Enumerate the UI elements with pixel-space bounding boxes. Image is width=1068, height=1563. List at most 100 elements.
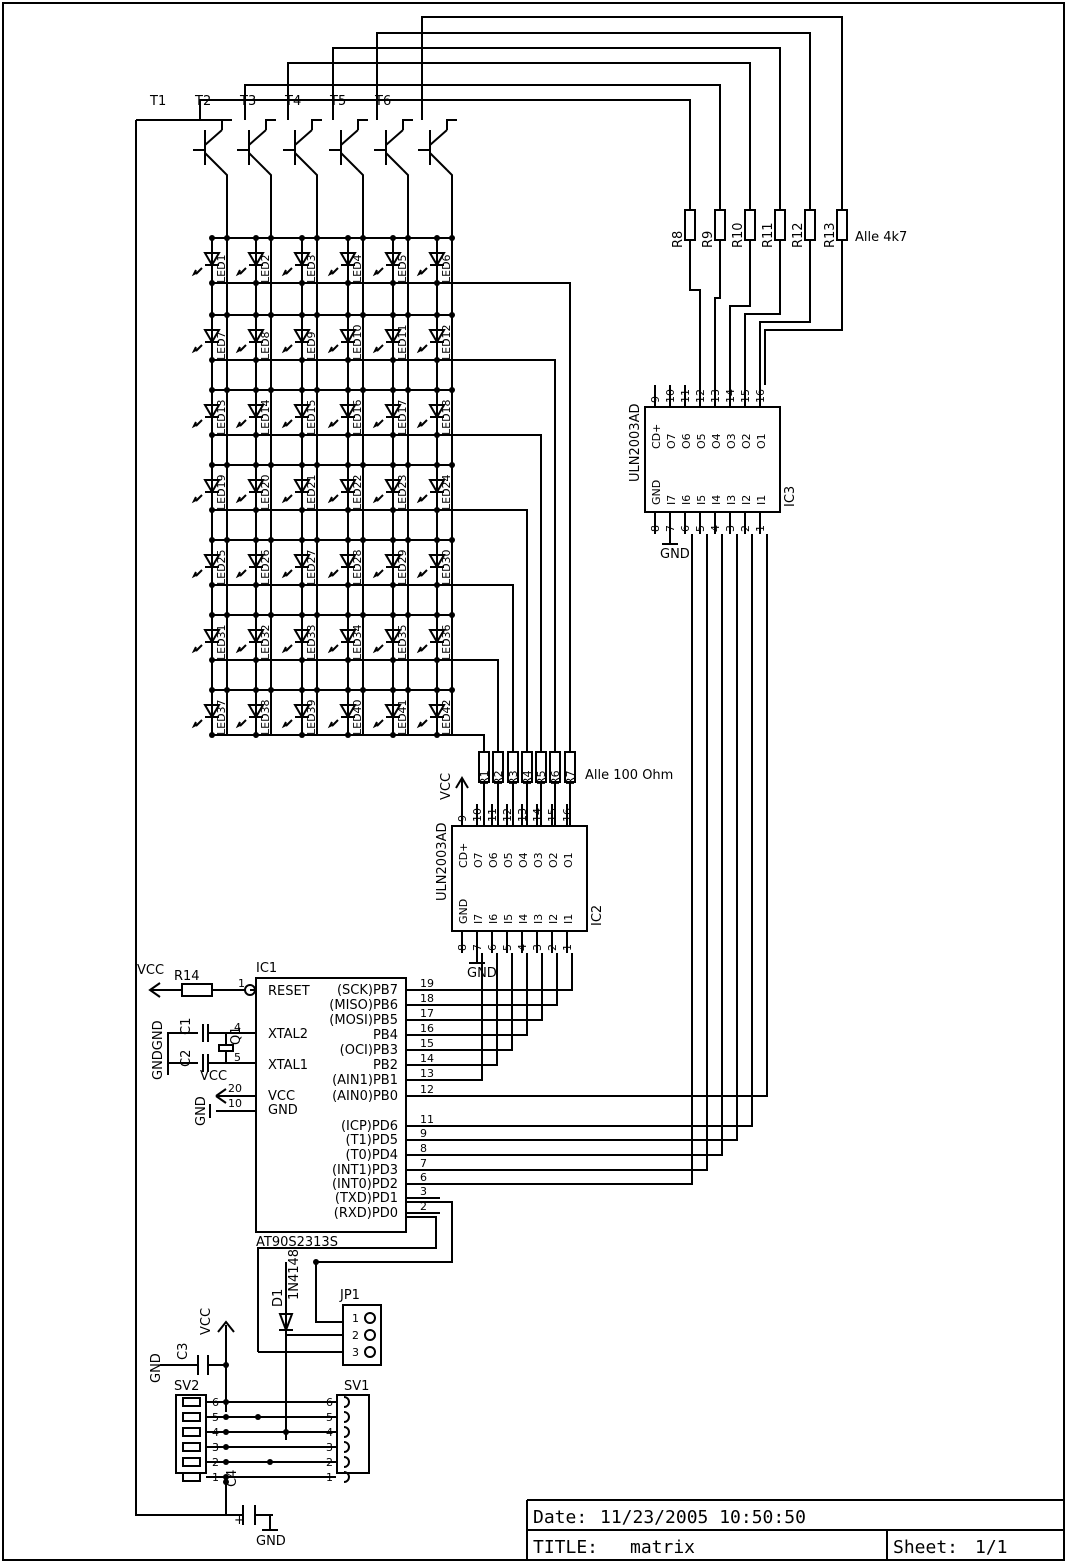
d1-label: D1	[271, 1289, 286, 1307]
led-arrow	[327, 267, 339, 277]
transistor-t4	[329, 129, 359, 171]
c1-label: C1	[179, 1018, 194, 1035]
ic2-bottom-pin-num: 7	[471, 944, 484, 951]
resistor-r11	[774, 209, 786, 241]
ic2-top-pin-label: O3	[532, 852, 545, 868]
vcc-label-r14: VCC	[137, 963, 164, 978]
pin-label-mosipb5: (MOSI)PB5	[329, 1013, 398, 1028]
ic3-top-pin-num: 13	[709, 389, 722, 403]
transistor-label-t1: T1	[149, 94, 166, 109]
ic3-top-pin-label: O6	[680, 433, 693, 449]
led-arrow	[191, 419, 203, 429]
pin-num-right-1: 18	[420, 992, 434, 1005]
led-label-20: LED20	[259, 474, 272, 510]
led-label-4: LED4	[351, 254, 364, 283]
ic3-top-pin-num: 10	[664, 389, 677, 403]
junction-dot	[223, 1444, 229, 1450]
pb-to-ic2-1	[440, 953, 558, 1006]
resistor-label-r13: R13	[823, 222, 838, 248]
pin-label-misopb6: (MISO)PB6	[329, 998, 398, 1013]
led-label-17: LED17	[396, 399, 409, 435]
ic2-bottom-pin-num: 5	[501, 944, 514, 951]
ic2-bottom-pin-num: 3	[531, 944, 544, 951]
pin-label-ain0pb0: (AIN0)PB0	[332, 1089, 398, 1104]
resistor-label-r3: R3	[507, 770, 520, 785]
base-wire-3	[287, 62, 751, 210]
led-arrow	[416, 644, 428, 654]
ic3-top-pin-label: CD+	[650, 424, 663, 449]
q1-label: Q1	[229, 1026, 244, 1045]
pd-to-ic3-1	[440, 534, 738, 1141]
sheet-label: Sheet:	[893, 1537, 958, 1558]
date-label: Date:	[533, 1507, 587, 1528]
led-label-42: LED42	[440, 699, 453, 735]
junction-dot	[223, 1362, 229, 1368]
led-label-35: LED35	[396, 624, 409, 660]
ic3-bottom-pin-num: 4	[709, 525, 722, 532]
ic3-top-pin-label: O1	[755, 433, 768, 449]
led-label-12: LED12	[440, 324, 453, 360]
led-arrow	[416, 719, 428, 729]
led-label-33: LED33	[305, 624, 318, 660]
ic3-ref: IC3	[783, 486, 798, 507]
ic3-top-pin-num: 14	[724, 389, 737, 403]
ic3-bottom-pin-label: I6	[680, 495, 693, 505]
jp1-pin3: 3	[352, 1346, 359, 1359]
led-arrow	[327, 494, 339, 504]
led-arrow	[372, 419, 384, 429]
pb0-to-ic3	[440, 534, 768, 1097]
resistor-label-r9: R9	[701, 231, 716, 248]
junction-dot	[267, 1459, 273, 1465]
led-arrow	[327, 644, 339, 654]
led-label-32: LED32	[259, 624, 272, 660]
led-label-31: LED31	[215, 624, 228, 660]
ic3-bottom-pin-num: 2	[739, 525, 752, 532]
ic3-bottom-pin-num: 7	[664, 525, 677, 532]
pin-num-right-12: 6	[420, 1171, 427, 1184]
led-arrow	[191, 494, 203, 504]
led-label-15: LED15	[305, 399, 318, 435]
led-label-23: LED23	[396, 474, 409, 510]
led-arrow	[281, 569, 293, 579]
led-arrow	[235, 494, 247, 504]
pd-to-ic3-3	[440, 534, 708, 1171]
pin-label-rxdpd0: (RXD)PD0	[334, 1206, 398, 1221]
led-arrow	[327, 344, 339, 354]
pin-num-right-8: 11	[420, 1113, 434, 1126]
led-arrow	[281, 494, 293, 504]
base-wire-1	[199, 99, 691, 210]
row-bus-1	[212, 282, 571, 752]
led-arrow	[372, 344, 384, 354]
row-bus-2	[212, 359, 556, 752]
ic2-top-pin-label: O1	[562, 852, 575, 868]
junction-dot	[223, 1414, 229, 1420]
led-label-27: LED27	[305, 549, 318, 585]
led-label-41: LED41	[396, 699, 409, 735]
pd-to-ic3-4	[440, 534, 693, 1185]
sv1-socket	[343, 1396, 350, 1408]
ic2-bottom-pin-num: 2	[546, 944, 559, 951]
sheet-value: 1/1	[975, 1537, 1008, 1558]
isp-area: D1 1N4148 JP1 1 2 3 C3 VCC GND SV2 SV1 C…	[135, 120, 453, 1549]
led-arrow	[372, 569, 384, 579]
led-label-24: LED24	[440, 474, 453, 510]
transistor-t6	[418, 129, 448, 171]
ic2-bottom-pin-num: 4	[516, 944, 529, 951]
ic3-bottom-pin-label: GND	[650, 480, 663, 505]
ic3-bottom-pin-label: I7	[665, 495, 678, 505]
resistor-label-r4: R4	[521, 770, 534, 785]
ic1-part: AT90S2313S	[256, 1235, 338, 1250]
pin-label-icppd6: (ICP)PD6	[341, 1119, 398, 1134]
led-label-22: LED22	[351, 474, 364, 510]
led-label-13: LED13	[215, 399, 228, 435]
ic2-top-pin-label: O4	[517, 852, 530, 868]
pin-num-20: 20	[228, 1082, 242, 1095]
resistor-label-r10: R10	[731, 222, 746, 248]
ic2-bottom-pin-label: I3	[532, 914, 545, 924]
col-drive-3	[729, 240, 751, 385]
gnd-label-c3: GND	[149, 1353, 164, 1383]
sv2-slot	[182, 1442, 201, 1452]
pd-to-ic3-0	[440, 534, 753, 1127]
